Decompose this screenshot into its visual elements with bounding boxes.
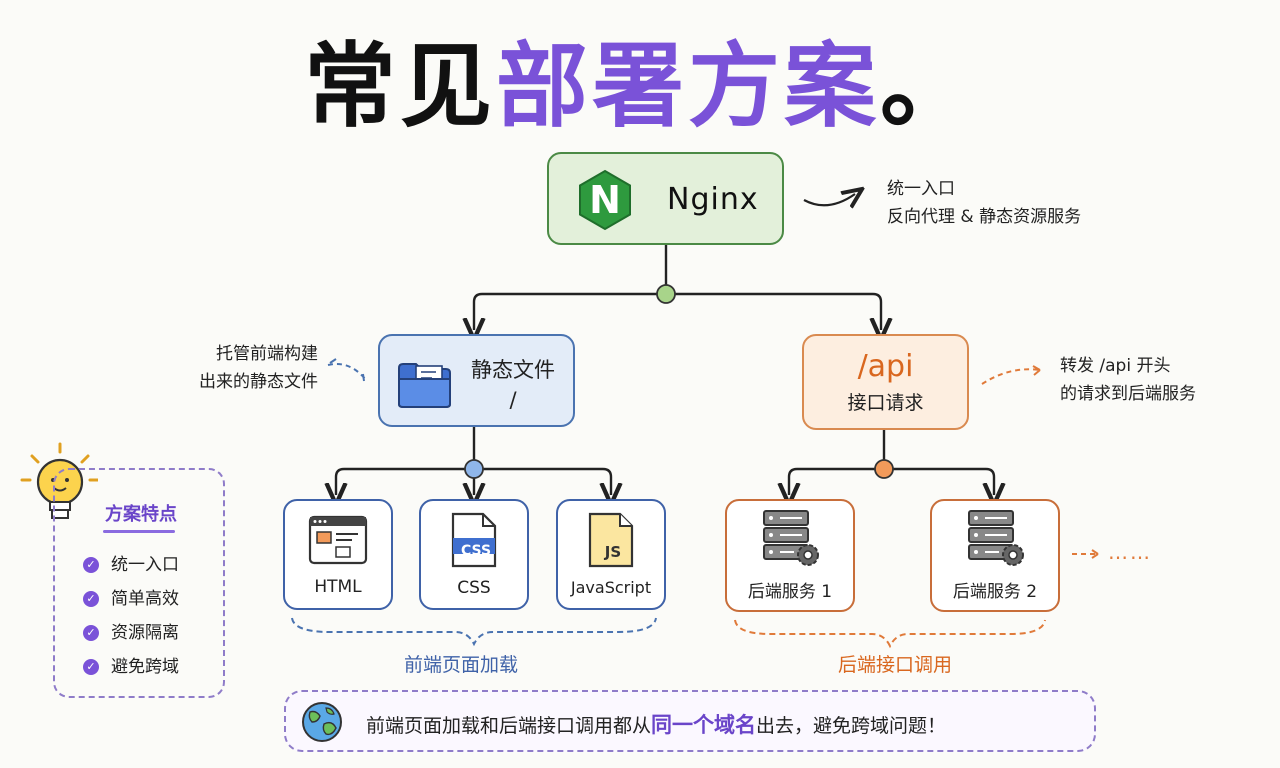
static-label: 静态文件 (471, 358, 555, 382)
api-note: 转发 /api 开头 的请求到后端服务 (1060, 356, 1196, 404)
check-icon: ✓ (83, 625, 99, 641)
nginx-logo-letter: N (589, 178, 621, 222)
check-icon: ✓ (83, 557, 99, 573)
api-node: /api 接口请求 (802, 334, 969, 430)
js-file-node: JS JavaScript (556, 499, 666, 610)
css-label: CSS (457, 577, 491, 598)
page-title: 常见部署方案。 (303, 33, 977, 140)
features-title-underline (103, 530, 175, 533)
js-file-icon (588, 512, 634, 568)
static-note: 托管前端构建 出来的静态文件 (199, 344, 318, 392)
backend-service-2-node: 后端服务 2 (930, 499, 1060, 612)
backend-service-1-label: 后端服务 1 (747, 582, 833, 602)
backend-group-label: 后端接口调用 (838, 654, 953, 676)
js-badge: JS (604, 543, 622, 561)
server-gear-icon (968, 510, 1024, 566)
feature-item: ✓资源隔离 (83, 618, 179, 643)
feature-item: ✓简单高效 (83, 584, 179, 609)
css-badge: CSS (460, 543, 492, 559)
html-file-node: HTML (283, 499, 393, 610)
css-file-node: CSS CSS (419, 499, 529, 610)
nginx-label: Nginx (667, 182, 759, 217)
backend-service-1-node: 后端服务 1 (725, 499, 855, 612)
api-path: /api (857, 349, 914, 384)
folder-icon (398, 363, 451, 408)
features-panel: 方案特点 ✓统一入口 ✓简单高效 ✓资源隔离 ✓避免跨域 (53, 468, 225, 698)
features-title: 方案特点 (105, 504, 177, 525)
bottom-message: 前端页面加载和后端接口调用都从同一个域名出去，避免跨域问题！ (366, 713, 947, 737)
nginx-note: 统一入口 反向代理 & 静态资源服务 (887, 179, 1082, 227)
js-label: JavaScript (570, 578, 652, 597)
nginx-node: N Nginx (547, 152, 784, 245)
feature-item: ✓避免跨域 (83, 652, 179, 677)
backend-service-2-label: 后端服务 2 (952, 582, 1038, 602)
static-files-node: 静态文件 / (378, 334, 575, 427)
bottom-banner: 前端页面加载和后端接口调用都从同一个域名出去，避免跨域问题！ (284, 690, 1096, 752)
nginx-logo-icon (579, 169, 631, 231)
frontend-group-label: 前端页面加载 (404, 654, 519, 676)
more-services: …… (1108, 540, 1152, 564)
server-gear-icon (763, 510, 819, 566)
feature-item: ✓统一入口 (83, 550, 179, 575)
static-path: / (509, 388, 517, 412)
check-icon: ✓ (83, 659, 99, 675)
globe-icon (302, 702, 342, 742)
api-label: 接口请求 (847, 392, 924, 414)
html-label: HTML (314, 576, 362, 597)
css-file-icon (451, 512, 497, 567)
browser-window-icon (308, 515, 368, 564)
check-icon: ✓ (83, 591, 99, 607)
